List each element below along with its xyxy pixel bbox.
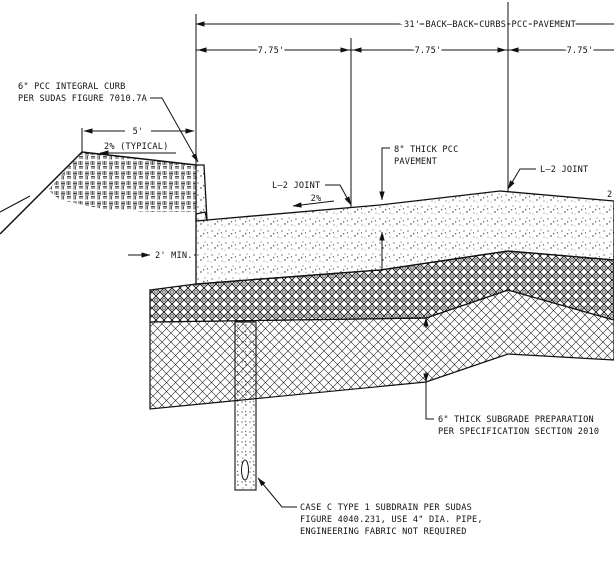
subdrain-callout-line-1: CASE C TYPE 1 SUBDRAIN PER SUDAS (300, 503, 472, 513)
subgrade-callout-line-2: PER SPECIFICATION SECTION 2010 (438, 427, 599, 437)
shoulder-width-label: 5' (133, 127, 144, 137)
integral-curb (195, 164, 208, 222)
lane-3-width-label: 7.75' (567, 46, 594, 56)
subdrain-callout-line-2: FIGURE 4040.231, USE 4" DIA. PIPE, (300, 515, 483, 525)
shoulder-earth-fill (48, 152, 196, 212)
lane-1-width-label: 7.75' (258, 46, 285, 56)
subgrade-callout-line-1: 6" THICK SUBGRADE PREPARATION (438, 415, 594, 425)
curb-callout-line-1: 6" PCC INTEGRAL CURB (18, 82, 125, 92)
overall-width-dimension: 31' BACK–BACK CURBS PCC PAVEMENT (195, 18, 614, 32)
lane-2-width-label: 7.75' (415, 46, 442, 56)
overall-width-label: 31' BACK–BACK CURBS PCC PAVEMENT (404, 20, 576, 30)
curb-callout-line-2: PER SUDAS FIGURE 7010.7A (18, 94, 148, 104)
pavement-callout-line-1: 8" THICK PCC (394, 145, 459, 155)
shoulder-slope-label: 2% (TYPICAL) (104, 142, 169, 152)
subgrade-callout: 6" THICK SUBGRADE PREPARATION PER SPECIF… (423, 317, 599, 437)
curb-callout: 6" PCC INTEGRAL CURB PER SUDAS FIGURE 70… (18, 82, 199, 163)
min-depth-dimension: 2' MIN. (128, 251, 196, 261)
subdrain-trench (234, 321, 257, 491)
lane-width-dimension: 7.75' 7.75' 7.75' (196, 44, 614, 59)
joint-left-callout: L–2 JOINT (272, 181, 352, 206)
pavement-slope-label: 2% (311, 194, 322, 204)
joint-right-label: L–2 JOINT (540, 165, 588, 175)
joint-right-callout: L–2 JOINT (507, 165, 588, 190)
shoulder-slope-callout: 2% (TYPICAL) (99, 142, 176, 156)
min-depth-label: 2' MIN. (155, 251, 193, 261)
pavement-slope-callout: 2% 2 (292, 190, 612, 208)
shoulder-width-dimension: 5' (81, 127, 195, 152)
subdrain-callout-line-3: ENGINEERING FABRIC NOT REQUIRED (300, 527, 467, 537)
subdrain-callout: CASE C TYPE 1 SUBDRAIN PER SUDAS FIGURE … (257, 477, 483, 537)
pavement-callout-line-2: PAVEMENT (394, 157, 437, 167)
foreslope-line (0, 195, 31, 213)
subdrain-pipe (241, 459, 249, 481)
pavement-slope-right-label: 2 (607, 190, 612, 200)
joint-left-label: L–2 JOINT (272, 181, 320, 191)
pavement-thickness-callout: 8" THICK PCC PAVEMENT (379, 145, 459, 271)
